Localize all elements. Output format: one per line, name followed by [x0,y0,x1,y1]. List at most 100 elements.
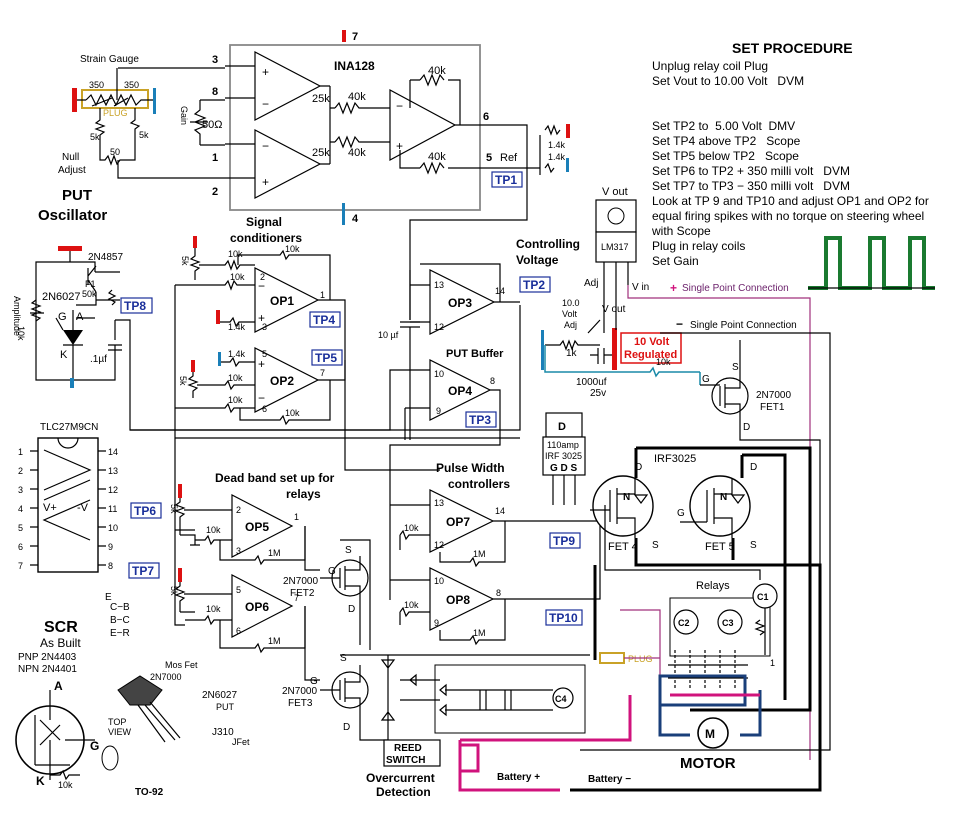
fet4-label: FET 4 [608,541,638,553]
overcurrent-title-1: Overcurrent [366,771,435,785]
lm317 [595,231,637,263]
svg-text:50: 50 [110,147,120,157]
svg-text:−: − [258,391,265,405]
svg-text:10.0: 10.0 [562,298,580,308]
svg-text:PUT: PUT [216,702,235,712]
svg-text:G: G [702,374,710,385]
res-40k-a [334,101,390,115]
op1-bias-pot[interactable] [189,248,201,280]
ina-pin1: 1 [212,152,218,164]
svg-text:4: 4 [18,504,23,514]
op1-label: OP1 [270,294,294,308]
svg-text:3: 3 [236,546,241,556]
op1 [254,267,320,333]
svg-text:G: G [677,508,685,519]
ina-pin6: 6 [483,111,489,123]
op7 [429,489,495,553]
res-40k-label-a: 40k [348,91,366,103]
op5-deadband-pot[interactable] [174,498,232,546]
procedure-step-1: Unplug relay coil Plug [652,59,769,73]
ina128-box [229,44,481,211]
svg-text:V in: V in [632,282,649,293]
svg-text:6: 6 [236,626,241,636]
svg-text:K: K [60,349,68,361]
2n4857-label: 2N4857 [88,252,123,263]
tlc-label: TLC27M9CN [40,422,98,433]
svg-text:A: A [54,679,63,693]
svg-text:10k: 10k [228,373,243,383]
svg-text:9: 9 [436,406,441,416]
controlling-title-1: Controlling [516,237,580,251]
svg-text:G: G [310,676,318,687]
op6-deadband-pot[interactable] [174,582,232,613]
svg-text:1M: 1M [268,548,281,558]
svg-text:Volt: Volt [562,309,578,319]
fet5-label: FET 5 [705,541,735,553]
procedure-step-7: Set TP7 to TP3 − 350 milli volt DVM [652,179,850,193]
svg-text:D: D [635,462,642,473]
svg-text:F1: F1 [85,279,96,289]
relays-title: Relays [696,580,730,592]
svg-text:−: − [258,279,265,293]
svg-text:V out: V out [602,304,626,315]
svg-text:1M: 1M [268,636,281,646]
svg-text:C1: C1 [757,592,769,602]
fet1-label: FET1 [760,402,785,413]
svg-text:JFet: JFet [232,737,250,747]
svg-text:C2: C2 [678,618,690,628]
svg-text:IRF 3025: IRF 3025 [545,451,582,461]
op2-bias-pot[interactable] [187,372,199,398]
svg-text:K: K [36,774,45,788]
svg-text:110amp: 110amp [547,440,579,450]
gain-label: Gain [179,106,189,125]
procedure-step-4: Set TP4 above TP2 Scope [652,134,801,148]
svg-text:8: 8 [108,561,113,571]
svg-text:Adj: Adj [564,320,577,330]
amplitude-pot[interactable] [30,299,44,322]
tp7: TP7 [132,564,154,578]
svg-text:50k: 50k [82,289,97,299]
svg-text:G: G [328,566,336,577]
tp8: TP8 [124,299,146,313]
svg-text:10k: 10k [58,780,73,790]
svg-text:1.4k: 1.4k [548,140,566,150]
svg-text:5k: 5k [169,586,179,596]
motor-title: MOTOR [680,755,736,772]
pnp-label: PNP 2N4403 [18,652,77,663]
svg-text:2N6027: 2N6027 [202,690,237,701]
vout-adj-pot[interactable] [545,285,605,351]
svg-text:13: 13 [434,498,444,508]
cap-01uf: .1µf [90,354,107,365]
op8-label: OP8 [446,593,470,607]
fet3-part: 2N7000 [282,686,317,697]
svg-text:12: 12 [434,540,444,550]
op8 [429,567,495,631]
svg-text:G: G [58,311,67,323]
op2-label: OP2 [270,374,294,388]
single-point-pos-label: Single Point Connection [682,283,789,294]
tp2: TP2 [523,278,545,292]
tp5: TP5 [315,351,337,365]
pinout-cb: C−B [110,602,130,613]
svg-text:S: S [340,653,347,664]
svg-text:C3: C3 [722,618,734,628]
pwm-title-1: Pulse Width [436,461,505,475]
deadband-title-2: relays [286,487,321,501]
pwm-title-2: controllers [448,477,510,491]
battery-neg-label: Battery − [588,774,631,785]
to92-label: TO-92 [135,787,164,798]
svg-text:2: 2 [18,466,23,476]
null-adjust-pot[interactable] [99,150,225,179]
svg-text:C4: C4 [555,694,567,704]
svg-text:2: 2 [236,505,241,515]
op5 [231,494,294,558]
put-vplus [58,246,82,251]
gain-pot[interactable] [190,99,225,146]
op2 [254,347,320,413]
signal-cond-title-2: conditioners [230,231,302,245]
scr-title: SCR [44,619,78,636]
put-buffer-title: PUT Buffer [446,348,504,360]
plug-relay[interactable] [599,652,625,664]
ina-amp-bottom [254,129,322,199]
svg-text:10k: 10k [404,523,419,533]
